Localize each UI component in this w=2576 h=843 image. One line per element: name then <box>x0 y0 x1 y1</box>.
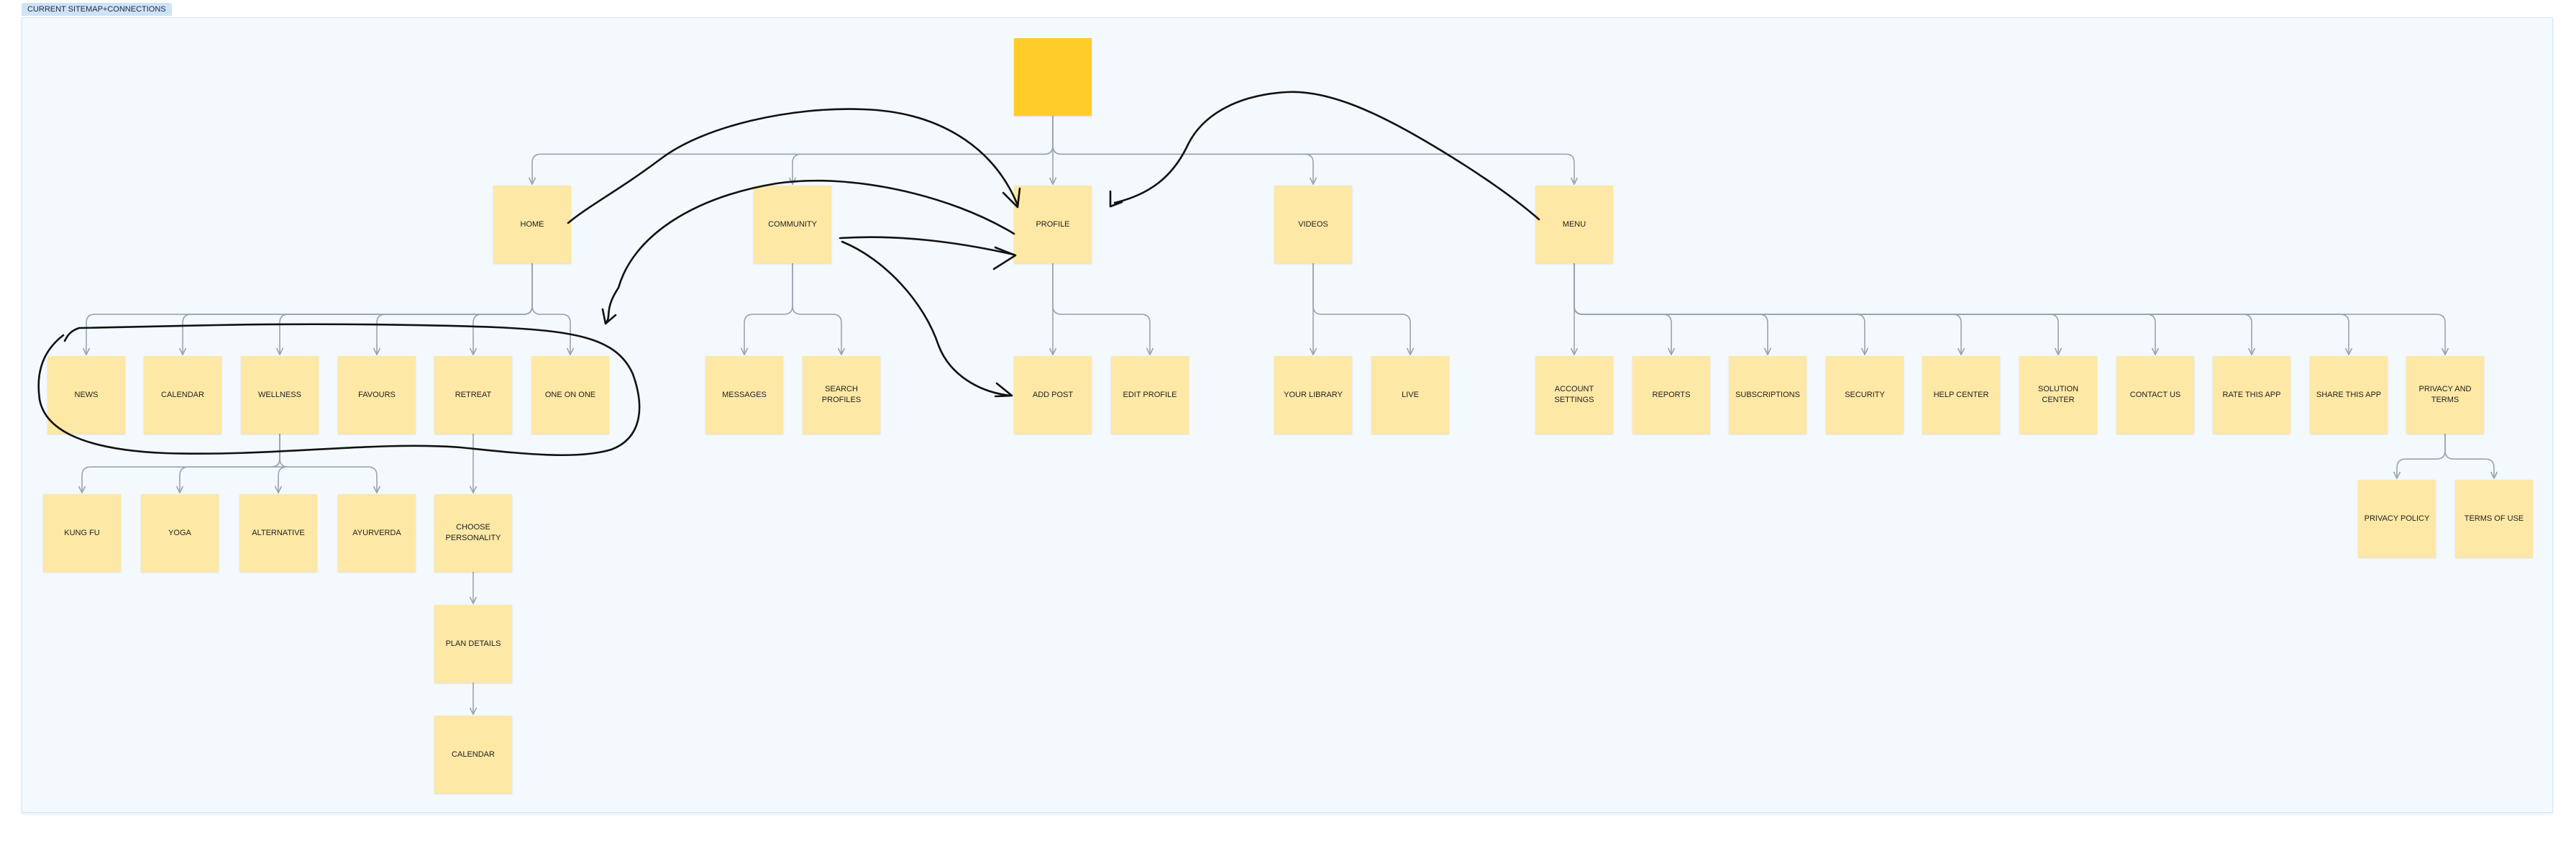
node-reports[interactable]: REPORTS <box>1632 356 1710 434</box>
connector-home-to-wellness <box>280 263 533 355</box>
connector-menu-to-solution_center <box>1574 263 2058 355</box>
connector-privacy_and_terms-to-terms_of_use <box>2444 434 2494 478</box>
node-plan-details[interactable]: PLAN DETAILS <box>434 605 512 683</box>
node-community[interactable]: COMMUNITY <box>754 186 831 263</box>
node-help-center[interactable]: HELP CENTER <box>1922 356 2000 434</box>
connector-home-to-calendar_home <box>183 263 533 355</box>
connector-wellness-to-alternative <box>270 434 288 493</box>
connector-menu-to-security <box>1574 263 1865 355</box>
node-solution-center[interactable]: SOLUTION CENTER <box>2019 356 2097 434</box>
node-account-settings[interactable]: ACCOUNT SETTINGS <box>1535 356 1613 434</box>
connector-root-to-community <box>793 116 1054 184</box>
node-terms-of-use[interactable]: TERMS OF USE <box>2455 480 2533 557</box>
connector-home-to-favours <box>377 263 533 355</box>
node-favours[interactable]: FAVOURS <box>338 356 416 434</box>
connector-wellness-to-kung_fu <box>82 434 280 493</box>
node-home[interactable]: HOME <box>493 186 571 263</box>
node-ayurverda[interactable]: AYURVERDA <box>338 494 416 572</box>
connector-menu-to-rate_this_app <box>1574 263 2252 355</box>
connector-menu-to-reports <box>1574 263 1671 355</box>
node-privacy-policy[interactable]: PRIVACY POLICY <box>2358 480 2436 557</box>
connector-home-to-news <box>86 263 533 355</box>
node-subscriptions[interactable]: SUBSCRIPTIONS <box>1729 356 1807 434</box>
connector-root-to-videos <box>1052 116 1313 184</box>
node-security[interactable]: SECURITY <box>1826 356 1904 434</box>
node-yoga[interactable]: YOGA <box>141 494 219 572</box>
connector-wellness-to-yoga <box>180 434 280 493</box>
node-retreat[interactable]: RETREAT <box>434 356 512 434</box>
node-menu[interactable]: MENU <box>1535 186 1613 263</box>
connector-privacy_and_terms-to-privacy_policy <box>2397 434 2446 478</box>
connector-profile-to-edit_profile <box>1052 263 1150 355</box>
node-news[interactable]: NEWS <box>47 356 125 434</box>
node-one-on-one[interactable]: ONE ON ONE <box>531 356 609 434</box>
node-choose-personality[interactable]: CHOOSE PERSONALITY <box>434 494 512 572</box>
node-search-profiles[interactable]: SEARCH PROFILES <box>803 356 880 434</box>
node-edit-profile[interactable]: EDIT PROFILE <box>1111 356 1189 434</box>
connector-community-to-search_profiles <box>792 263 841 355</box>
node-live[interactable]: LIVE <box>1371 356 1449 434</box>
node-wellness[interactable]: WELLNESS <box>241 356 319 434</box>
node-calendar-home[interactable]: CALENDAR <box>144 356 221 434</box>
node-videos[interactable]: VIDEOS <box>1274 186 1352 263</box>
node-kung-fu[interactable]: KUNG FU <box>43 494 121 572</box>
node-calendar-plan[interactable]: CALENDAR <box>434 716 512 793</box>
connector-menu-to-privacy_and_terms <box>1574 263 2445 355</box>
connector-wellness-to-ayurverda <box>279 434 377 493</box>
node-your-library[interactable]: YOUR LIBRARY <box>1274 356 1352 434</box>
node-privacy-and-terms[interactable]: PRIVACY AND TERMS <box>2406 356 2484 434</box>
connector-home-to-one_on_one <box>531 263 570 355</box>
frame-title[interactable]: CURRENT SITEMAP+CONNECTIONS <box>22 3 172 16</box>
node-messages[interactable]: MESSAGES <box>705 356 783 434</box>
node-alternative[interactable]: ALTERNATIVE <box>239 494 317 572</box>
node-profile[interactable]: PROFILE <box>1014 186 1092 263</box>
connector-home-to-retreat <box>473 263 533 355</box>
node-share-this-app[interactable]: SHARE THIS APP <box>2310 356 2388 434</box>
root-note[interactable] <box>1014 38 1092 116</box>
node-rate-this-app[interactable]: RATE THIS APP <box>2213 356 2290 434</box>
connector-community-to-messages <box>744 263 793 355</box>
node-contact-us[interactable]: CONTACT US <box>2116 356 2194 434</box>
connector-videos-to-live <box>1312 263 1410 355</box>
node-add-post[interactable]: ADD POST <box>1014 356 1092 434</box>
